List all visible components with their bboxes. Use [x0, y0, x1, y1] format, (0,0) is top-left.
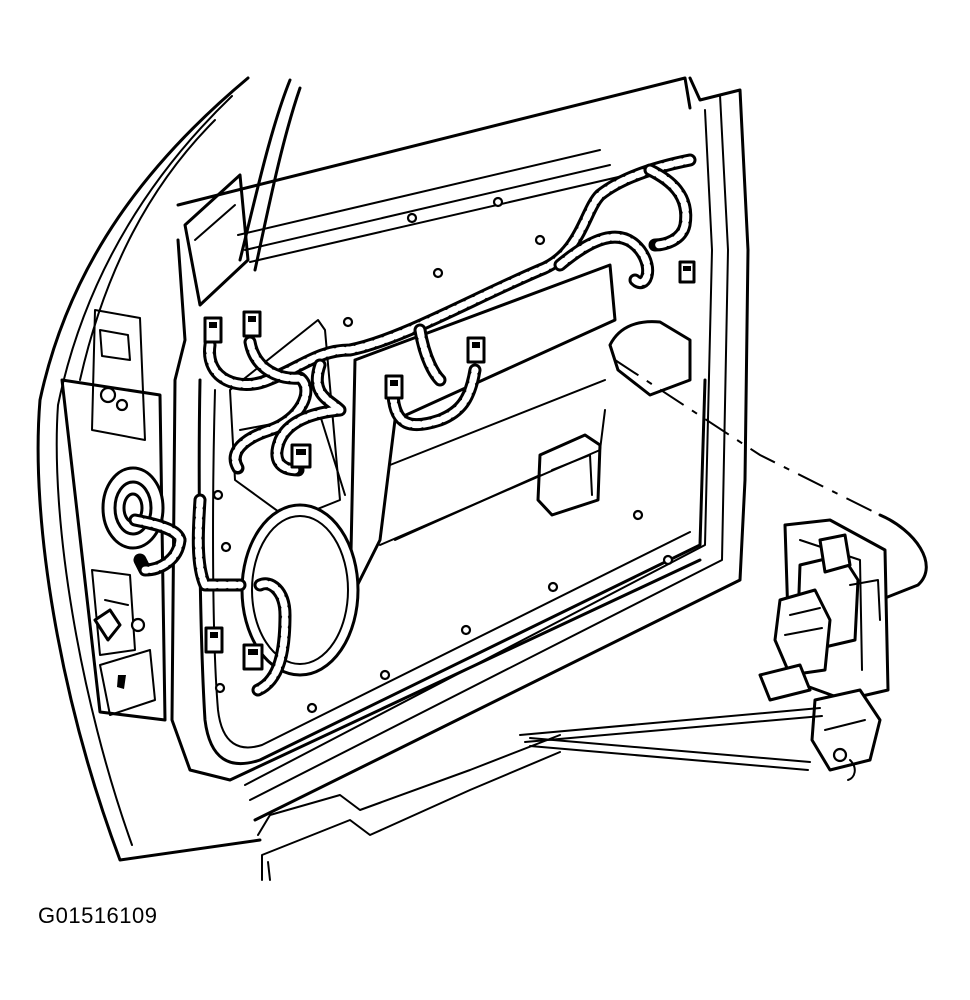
connector-6 — [204, 626, 224, 654]
latch-rods — [257, 707, 823, 881]
connector-3 — [466, 336, 486, 364]
connector-2 — [242, 310, 262, 338]
latch-callout — [614, 359, 928, 602]
connector-5 — [290, 443, 312, 469]
door-outer-shell — [36, 76, 750, 862]
hinge-pillar — [60, 309, 167, 722]
connectors — [203, 260, 696, 671]
door-latch-assembly — [758, 518, 890, 781]
connector-8 — [678, 260, 696, 284]
window-frame — [170, 173, 702, 782]
figure-id-label: G01516109 — [38, 903, 158, 928]
connector-1 — [203, 316, 223, 344]
wiring-harness — [128, 153, 697, 697]
connector-7 — [242, 643, 264, 671]
connector-4 — [384, 374, 404, 400]
